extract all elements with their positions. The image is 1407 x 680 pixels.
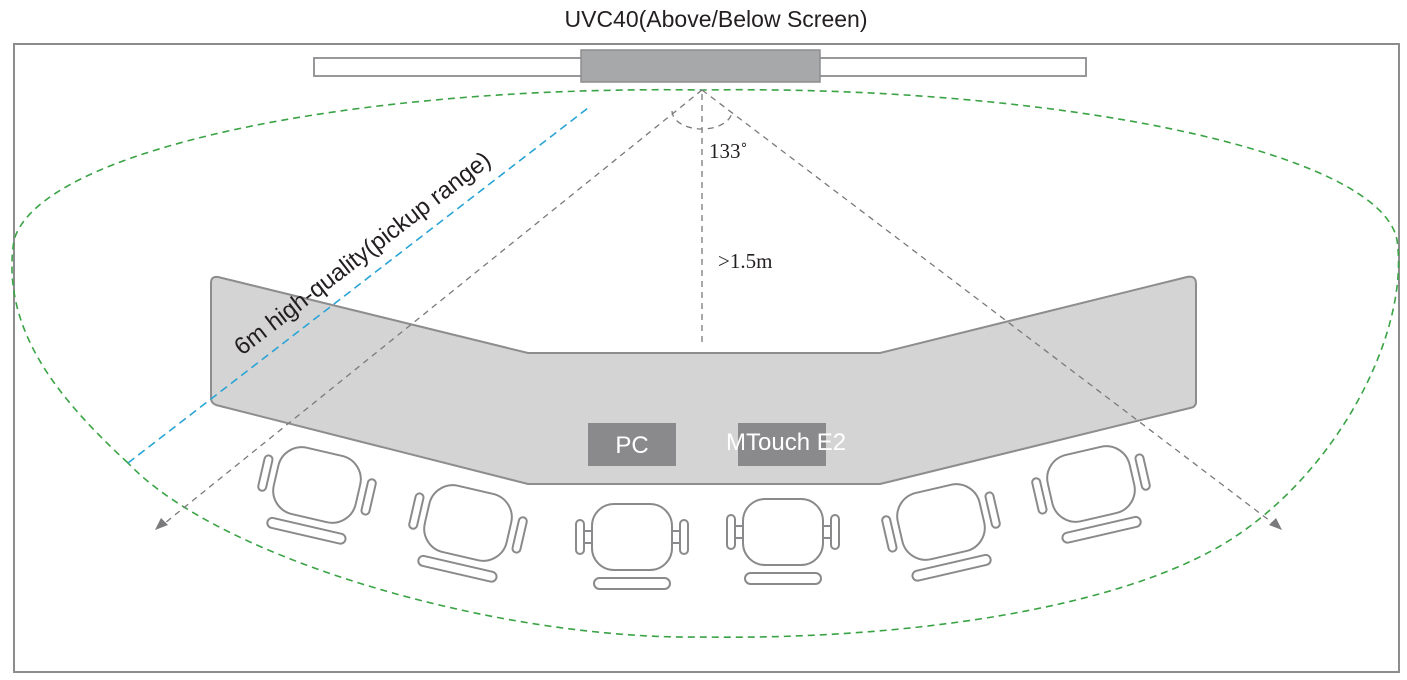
left-arrow-icon: [155, 518, 168, 530]
chair: [1031, 445, 1151, 544]
diagram-title: UVC40(Above/Below Screen): [565, 6, 868, 32]
pc-label: PC: [615, 432, 648, 459]
conference-table: [210, 275, 1197, 485]
chair: [257, 446, 377, 545]
distance-label: >1.5m: [718, 249, 772, 273]
chair: [881, 483, 1001, 582]
mtouch-label: MTouch E2: [726, 429, 846, 456]
chair: [408, 484, 528, 583]
mtouch-e2-device: MTouch E2: [726, 423, 846, 466]
chair: [726, 498, 840, 585]
angle-label: 133˚: [709, 139, 748, 163]
right-arrow-icon: [1269, 518, 1282, 530]
uvc40-camera: [580, 49, 821, 83]
room-border: [13, 43, 1400, 673]
pc-device: PC: [588, 423, 676, 466]
view-angle-lines: [159, 89, 1279, 528]
chair: [575, 503, 689, 590]
pickup-radius-line: [127, 107, 589, 464]
pickup-range-boundary: [11, 88, 1400, 639]
